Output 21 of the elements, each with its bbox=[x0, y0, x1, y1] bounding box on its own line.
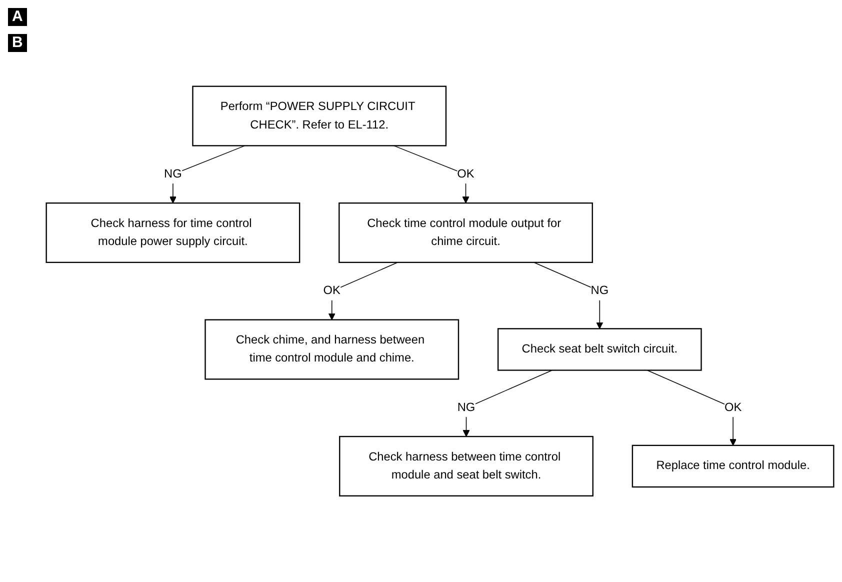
arrow bbox=[169, 145, 246, 204]
arrow bbox=[393, 145, 470, 204]
step-marker: A bbox=[8, 8, 27, 26]
arrow bbox=[533, 262, 604, 329]
node-box: Check chime, and harness between time control module and chime. bbox=[204, 319, 460, 380]
edge-label: NG bbox=[164, 166, 182, 180]
node-box: Perform “POWER SUPPLY CIRCUIT CHECK”. Refer to EL-112. bbox=[192, 86, 447, 146]
node-box: Check time control module output for chime circuit. bbox=[338, 202, 593, 263]
edge-label: OK bbox=[724, 400, 742, 414]
node-box: Check harness between time control module and seat belt switch. bbox=[339, 436, 594, 496]
edge-label: NG bbox=[590, 284, 609, 298]
arrow bbox=[462, 370, 553, 437]
arrow bbox=[328, 262, 398, 320]
node-box: Check harness for time control module power supply circuit. bbox=[46, 202, 300, 263]
edge-label: OK bbox=[457, 166, 474, 180]
edge-label: OK bbox=[323, 284, 340, 298]
node-box: Replace time control module. bbox=[632, 444, 834, 488]
arrow bbox=[646, 370, 737, 446]
node-box: Check seat belt switch circuit. bbox=[497, 328, 702, 371]
step-marker: B bbox=[8, 34, 27, 52]
edge-label: NG bbox=[457, 400, 476, 414]
